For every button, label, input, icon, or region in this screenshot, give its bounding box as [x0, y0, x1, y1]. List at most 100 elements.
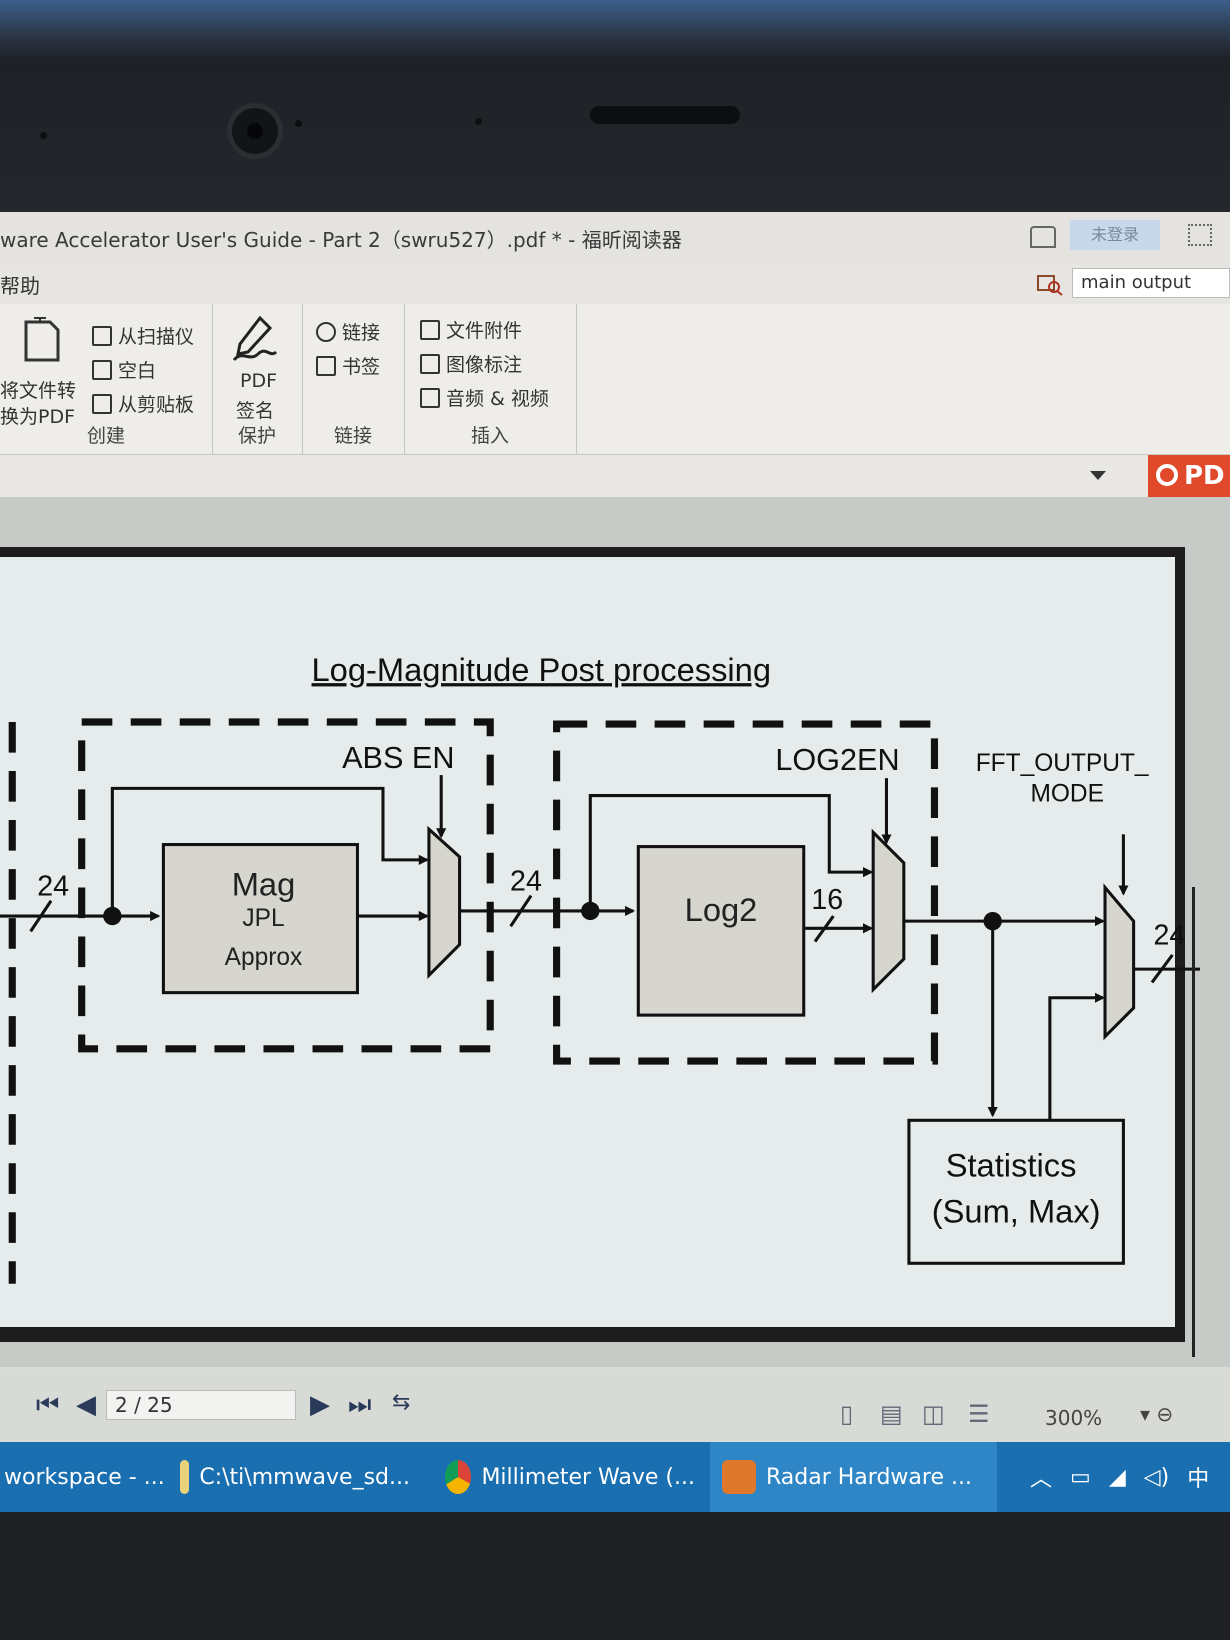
- audio-video-label: 音频 & 视频: [446, 388, 549, 410]
- volume-icon[interactable]: ◁): [1143, 1464, 1170, 1490]
- jpl-label: JPL: [242, 905, 284, 932]
- from-scanner-button[interactable]: 从扫描仪: [92, 322, 194, 349]
- continuous-facing-icon[interactable]: ☰: [968, 1400, 990, 1428]
- zoom-level[interactable]: 300%: [1045, 1406, 1103, 1430]
- taskbar-item-chrome[interactable]: Millimeter Wave (...: [445, 1442, 695, 1512]
- facing-page-icon[interactable]: ◫: [922, 1400, 945, 1428]
- wifi-icon[interactable]: ◢: [1108, 1464, 1126, 1490]
- login-status[interactable]: 未登录: [1070, 220, 1160, 250]
- ribbon-group-links-label: 链接: [333, 425, 372, 447]
- approx-label: Approx: [225, 944, 303, 971]
- audio-video-button[interactable]: 音频 & 视频: [420, 384, 549, 411]
- taskbar-item-workspace[interactable]: workspace - ...: [0, 1442, 174, 1512]
- next-page-button[interactable]: ▶: [310, 1390, 330, 1420]
- mid-junction: [581, 901, 600, 921]
- convert-file-icon: [24, 317, 60, 362]
- fft-output-label-line1: FFT_OUTPUT_: [976, 750, 1149, 777]
- bookmark-button[interactable]: 书签: [316, 352, 380, 379]
- abs-mux: [427, 825, 462, 979]
- search-input[interactable]: main output: [1072, 268, 1230, 298]
- bezel-dot: [475, 118, 482, 125]
- bus-tick-mid: [509, 894, 533, 928]
- ribbon-group-protect-label: 保护: [237, 425, 276, 447]
- log2en-label: LOG2EN: [775, 743, 899, 777]
- file-attachment-button[interactable]: 文件附件: [420, 316, 522, 343]
- pdf-sign-icon: [232, 315, 278, 362]
- pdf-sign-line2[interactable]: 签名: [236, 400, 275, 422]
- from-scanner-label: 从扫描仪: [118, 326, 195, 348]
- output-mux: [1103, 883, 1136, 1041]
- log2-block: [636, 845, 806, 1017]
- single-page-icon[interactable]: ▯: [840, 1400, 854, 1428]
- last-page-button[interactable]: ⏭: [348, 1390, 372, 1420]
- layout-icon[interactable]: [1188, 224, 1212, 246]
- battery-icon[interactable]: ▭: [1070, 1464, 1091, 1490]
- taskbar-item-explorer[interactable]: C:\ti\mmwave_sd...: [180, 1442, 410, 1512]
- image-annotation-label: 图像标注: [446, 354, 523, 376]
- sum-max-label: (Sum, Max): [932, 1192, 1101, 1229]
- figure-page: Log-Magnitude Post processing ABS EN LOG…: [0, 557, 1200, 1327]
- bus-width-mid: 24: [510, 866, 542, 898]
- bus-tick-log: [813, 915, 835, 943]
- blank-label: 空白: [118, 360, 157, 382]
- continuous-page-icon[interactable]: ▤: [880, 1400, 903, 1428]
- video-icon: [420, 387, 440, 408]
- chevron-down-icon[interactable]: [1090, 471, 1106, 480]
- statistics-block: [907, 1118, 1125, 1265]
- bezel-slot: [590, 106, 740, 124]
- link-button[interactable]: 链接: [316, 318, 380, 345]
- taskbar-item-foxit-label: Radar Hardware ...: [766, 1464, 972, 1490]
- ribbon-group-insert: 文件附件 图像标注 音频 & 视频 插入: [404, 304, 577, 454]
- ribbon-group-insert-label: 插入: [470, 425, 509, 447]
- scanner-icon: [92, 325, 112, 346]
- from-clipboard-button[interactable]: 从剪贴板: [92, 390, 194, 417]
- laptop-screen: ware Accelerator User's Guide - Part 2（s…: [0, 212, 1230, 1512]
- file-attachment-label: 文件附件: [446, 320, 523, 342]
- abs-dashed-box: [78, 718, 494, 1053]
- taskbar-item-workspace-label: workspace - ...: [4, 1464, 165, 1490]
- search-icon[interactable]: [1036, 272, 1064, 296]
- document-area: Log-Magnitude Post processing ABS EN LOG…: [0, 497, 1230, 1367]
- log2-label: Log2: [685, 891, 758, 928]
- bus-tick-in: [29, 899, 53, 933]
- image-icon: [420, 353, 440, 374]
- bookmark-icon: [316, 355, 336, 376]
- link-label: 链接: [342, 322, 381, 344]
- user-icon[interactable]: [1030, 226, 1056, 248]
- bus-width-out: 24: [1153, 920, 1185, 952]
- window-title: ware Accelerator User's Guide - Part 2（s…: [0, 228, 682, 252]
- page-number-input[interactable]: 2 / 25: [106, 1390, 296, 1420]
- blank-button[interactable]: 空白: [92, 356, 156, 383]
- convert-to-pdf-line2[interactable]: 换为PDF: [0, 406, 76, 428]
- from-clipboard-label: 从剪贴板: [118, 394, 195, 416]
- menu-bar: 帮助 main output: [0, 264, 1230, 304]
- webcam: [232, 108, 278, 154]
- ribbon-group-create: 将文件转 换为PDF 从扫描仪 空白 从剪贴板 创建: [0, 304, 213, 454]
- log2-mux: [871, 828, 906, 994]
- attachment-icon: [420, 319, 440, 340]
- mag-label: Mag: [232, 866, 296, 903]
- log2-dashed-box: [553, 720, 939, 1065]
- ime-indicator[interactable]: 中: [1187, 1467, 1210, 1492]
- ribbon-group-protect: PDF 签名 保护: [212, 304, 303, 454]
- ribbon-group-create-label: 创建: [86, 425, 125, 447]
- bus-tick-out: [1150, 953, 1174, 984]
- menu-help[interactable]: 帮助: [0, 274, 40, 298]
- tray-expand-icon[interactable]: ︿: [1030, 1467, 1053, 1492]
- abs-en-label: ABS EN: [342, 741, 454, 775]
- pdf-promo-badge[interactable]: PD: [1148, 455, 1230, 497]
- taskbar: workspace - ... C:\ti\mmwave_sd... Milli…: [0, 1442, 1230, 1512]
- diagram-title: Log-Magnitude Post processing: [312, 651, 772, 688]
- pdf-sign-line1[interactable]: PDF: [240, 370, 278, 392]
- taskbar-item-explorer-label: C:\ti\mmwave_sd...: [199, 1464, 410, 1490]
- view-icon[interactable]: ⇆: [392, 1390, 411, 1415]
- first-page-button[interactable]: ⏮: [36, 1390, 60, 1420]
- title-bar: ware Accelerator User's Guide - Part 2（s…: [0, 212, 1230, 264]
- taskbar-item-foxit[interactable]: Radar Hardware ...: [710, 1442, 997, 1512]
- prev-page-button[interactable]: ◀: [76, 1390, 96, 1420]
- zoom-out-button[interactable]: ▾ ⊖: [1140, 1402, 1174, 1426]
- convert-to-pdf-line1[interactable]: 将文件转: [0, 380, 77, 402]
- ribbon: 将文件转 换为PDF 从扫描仪 空白 从剪贴板 创建 PDF 签名 保护 链接 …: [0, 304, 1230, 455]
- bypass-path-1: [110, 786, 429, 917]
- image-annotation-button[interactable]: 图像标注: [420, 350, 522, 377]
